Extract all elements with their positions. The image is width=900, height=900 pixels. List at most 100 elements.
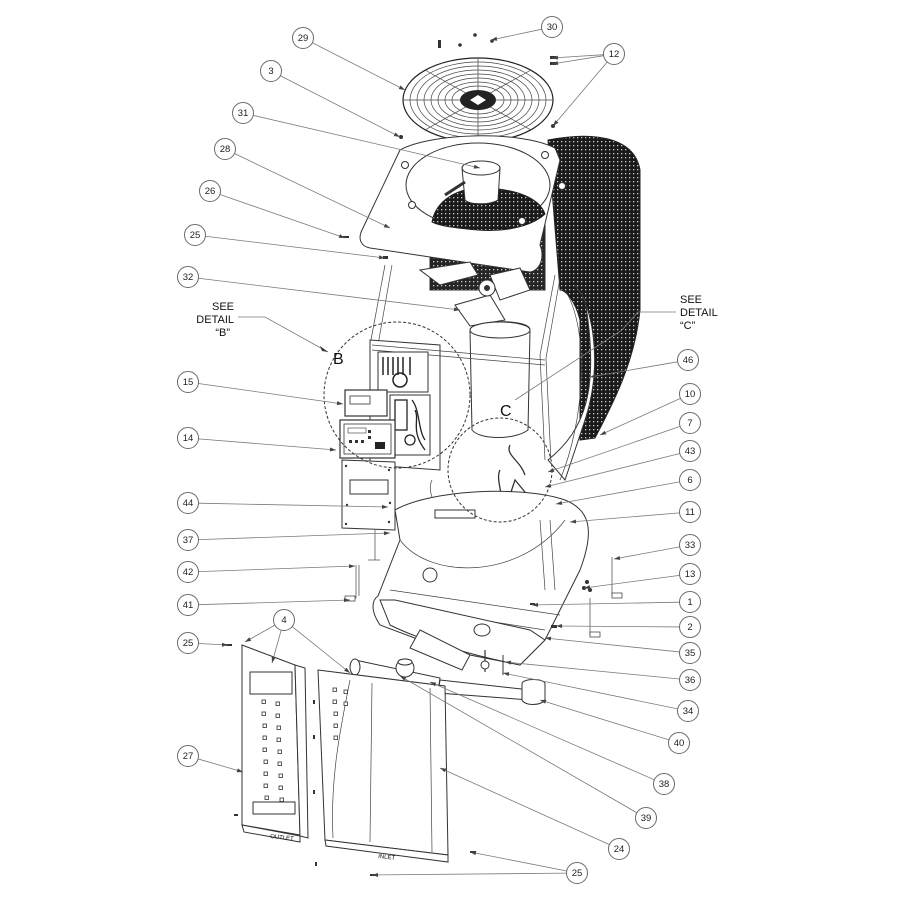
callout-balloon [677, 700, 699, 722]
leader-line-27 [197, 758, 244, 773]
callout-balloon [541, 16, 563, 38]
callout-37: 37 [177, 529, 199, 551]
callout-balloon [679, 440, 701, 462]
arrowhead [440, 768, 447, 773]
callout-11: 11 [679, 501, 701, 523]
leader-line-4 [291, 626, 351, 674]
callout-balloon [273, 609, 295, 631]
leader-line-12 [551, 54, 604, 59]
callout-14: 14 [177, 427, 199, 449]
callout-46: 46 [677, 349, 699, 371]
leader-line-25 [205, 235, 386, 259]
callout-30: 30 [541, 16, 563, 38]
leader-line-40 [539, 699, 670, 741]
cabinet-frame [369, 264, 596, 481]
arrowhead [336, 401, 343, 406]
leader-line-7 [547, 426, 681, 473]
arrowhead [503, 672, 510, 677]
callout-1: 1 [679, 591, 701, 613]
callout-44: 44 [177, 492, 199, 514]
arrowhead [556, 500, 563, 505]
callout-number: 39 [641, 813, 652, 824]
leader-line-32 [198, 277, 461, 311]
fan-guard-grille [402, 57, 554, 143]
callout-balloon [635, 807, 657, 829]
callout-balloon [177, 561, 199, 583]
callout-balloon [177, 529, 199, 551]
arrowhead [430, 682, 437, 687]
callout-balloon [184, 224, 206, 246]
callout-number: 3 [268, 66, 273, 77]
arrowhead [338, 234, 345, 238]
detail-c-line1: SEE [680, 294, 702, 306]
callout-balloon [668, 732, 690, 754]
callout-number: 29 [298, 33, 309, 44]
callout-balloon [679, 616, 701, 638]
callout-number: 4 [281, 615, 286, 626]
callout-29: 29 [292, 27, 314, 49]
detail-b-line2: DETAIL [196, 314, 234, 326]
callout-balloon [214, 138, 236, 160]
arrowhead [271, 656, 276, 663]
callout-25: 25 [566, 862, 588, 884]
callout-number: 1 [687, 597, 692, 608]
callout-balloon [679, 563, 701, 585]
detail-c-annotation: SEE DETAIL “C” C [500, 294, 718, 420]
inlet-label: INLET [378, 854, 396, 862]
callout-25: 25 [177, 632, 199, 654]
top-cover [359, 135, 566, 273]
arrowhead [570, 519, 577, 524]
callout-balloon [679, 469, 701, 491]
fan-blade [418, 261, 531, 327]
callout-balloon [566, 862, 588, 884]
arrowhead [393, 132, 400, 137]
leader-line-25 [469, 851, 567, 872]
arrowhead [329, 447, 336, 452]
callout-balloon [679, 642, 701, 664]
leader-line-2 [555, 625, 680, 628]
leader-lines [197, 28, 681, 877]
part-number-callouts: 3029123312826253215144437424125427461074… [177, 16, 701, 884]
callout-number: 35 [685, 648, 696, 659]
leader-line-10 [599, 397, 681, 436]
callout-balloon [177, 427, 199, 449]
callout-27: 27 [177, 745, 199, 767]
callout-number: 36 [685, 675, 696, 686]
callout-balloon [603, 43, 625, 65]
callout-number: 25 [572, 868, 583, 879]
callout-24: 24 [608, 838, 630, 860]
electrical-box [339, 339, 546, 561]
detail-c-line3: “C” [680, 320, 696, 332]
leader-line-12 [552, 61, 608, 127]
leader-line-24 [439, 767, 610, 846]
callout-number: 38 [659, 779, 670, 790]
leader-line-39 [399, 675, 638, 814]
leader-line-43 [544, 453, 680, 488]
arrowhead [344, 667, 350, 673]
callout-number: 13 [685, 569, 696, 580]
callout-number: 33 [685, 540, 696, 551]
callout-balloon [679, 383, 701, 405]
arrowhead [552, 55, 559, 60]
callout-34: 34 [677, 700, 699, 722]
arrowhead [540, 699, 547, 704]
callout-number: 6 [687, 475, 692, 486]
leader-line-11 [569, 512, 680, 523]
leader-line-1 [531, 601, 680, 606]
outlet-panel: OUTLET [241, 644, 309, 843]
callout-balloon [679, 501, 701, 523]
leader-line-14 [198, 438, 337, 451]
callout-7: 7 [679, 412, 701, 434]
detail-b-line1: SEE [212, 301, 234, 313]
callout-26: 26 [199, 180, 221, 202]
callout-balloon [177, 492, 199, 514]
arrowhead [381, 504, 388, 509]
callout-number: 30 [547, 22, 558, 33]
arrowhead [584, 585, 591, 590]
callout-number: 44 [183, 498, 194, 509]
callout-balloon [199, 180, 221, 202]
leader-line-26 [219, 194, 346, 239]
leader-line-35 [544, 637, 680, 653]
callout-4: 4 [273, 609, 295, 631]
